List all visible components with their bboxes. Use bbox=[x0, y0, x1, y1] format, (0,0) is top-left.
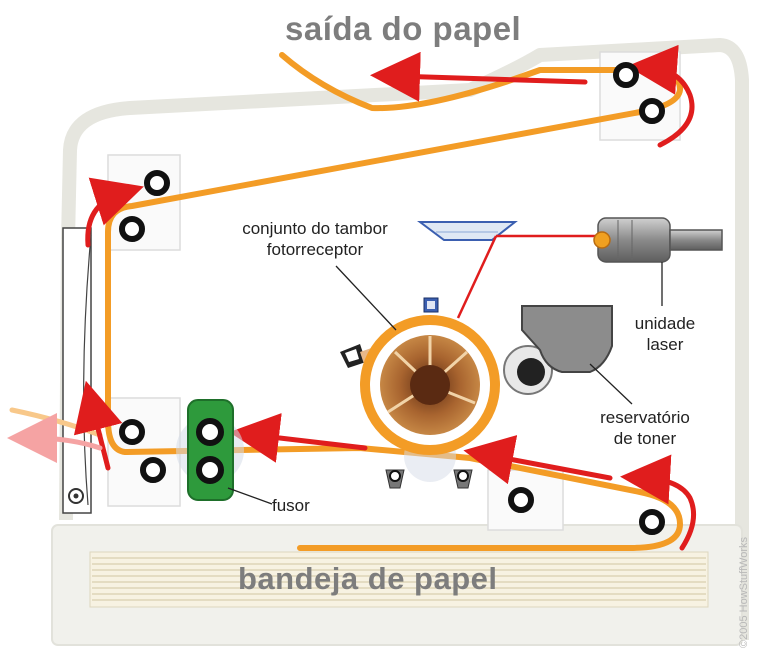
roller bbox=[119, 419, 145, 445]
scanning-mirror bbox=[417, 221, 518, 241]
drum-label: conjunto do tambor fotorreceptor bbox=[242, 219, 388, 259]
roller bbox=[140, 457, 166, 483]
roller bbox=[639, 98, 665, 124]
arrow-middle bbox=[229, 413, 368, 463]
laser-label: unidade laser bbox=[634, 314, 696, 354]
paper-tray bbox=[89, 551, 709, 608]
arrow-exit-faint bbox=[7, 413, 103, 464]
roller bbox=[144, 170, 170, 196]
roller bbox=[639, 509, 665, 535]
page-title: saída do papel bbox=[285, 10, 522, 47]
arrow-top bbox=[370, 51, 588, 102]
laser-unit bbox=[593, 217, 723, 263]
photoreceptor-drum bbox=[360, 315, 500, 455]
direction-arrows bbox=[73, 44, 697, 551]
arrow-upper-left-curve bbox=[85, 177, 144, 248]
charge-corona bbox=[423, 297, 439, 313]
fuser-pointer bbox=[227, 487, 273, 505]
tray-label: bandeja de papel bbox=[238, 561, 498, 596]
side-panel bbox=[62, 227, 92, 514]
arrow-top-right-curve bbox=[627, 44, 695, 148]
roller bbox=[613, 62, 639, 88]
toner-pointer bbox=[589, 363, 633, 405]
rollers bbox=[119, 62, 665, 535]
toner-label: reservatório de toner bbox=[600, 408, 690, 448]
drum-pointer bbox=[335, 265, 397, 331]
fuser-unit bbox=[176, 399, 244, 501]
developer-roller bbox=[503, 345, 553, 395]
fuser-label: fusor bbox=[272, 496, 310, 515]
copyright-text: ©2005 HowStuffWorks bbox=[738, 536, 750, 648]
toner-reservoir bbox=[521, 305, 613, 373]
laser-beam bbox=[456, 234, 598, 319]
arrow-left-vertical bbox=[73, 380, 123, 471]
roller bbox=[119, 216, 145, 242]
arrow-bottom-right-curve bbox=[620, 454, 697, 551]
arrow-right-lower bbox=[463, 435, 613, 485]
roller bbox=[508, 487, 534, 513]
